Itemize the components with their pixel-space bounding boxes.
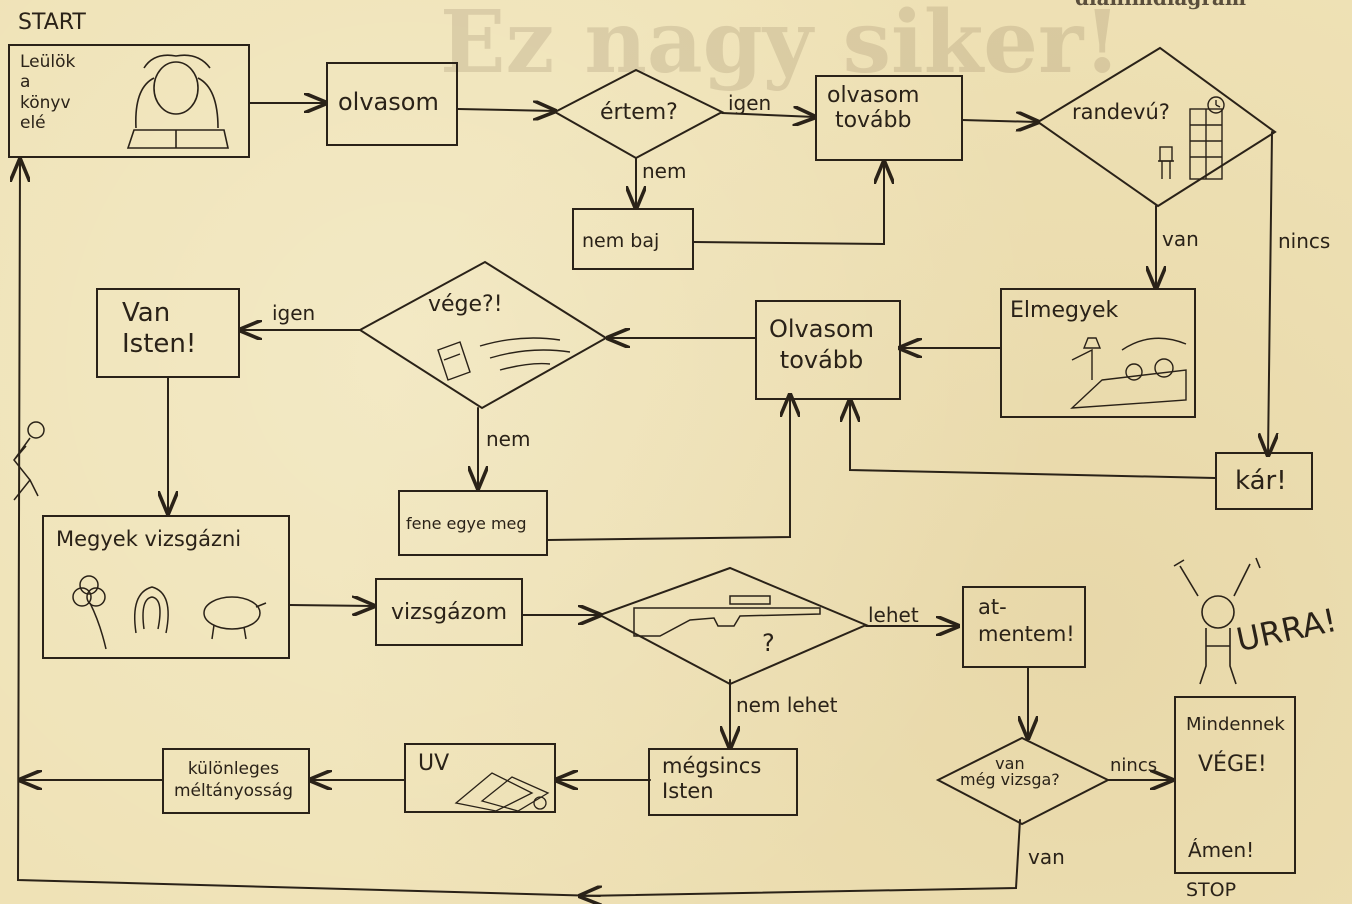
- lucky-charms-drawing: [72, 575, 267, 650]
- edge-nobaj-readon: [693, 162, 884, 246]
- step-no-god-text: mégsincs Isten: [662, 754, 762, 804]
- step-god-exists-text: Van Isten!: [122, 298, 197, 360]
- edge-understand-yes: [721, 113, 815, 117]
- exam-diamond: [597, 566, 869, 686]
- exam-fail-label: nem lehet: [736, 693, 838, 717]
- edge-readon-date: [961, 120, 1038, 122]
- step-go-exam-text: Megyek vizsgázni: [56, 527, 242, 551]
- step-read-on-2: Olvasom tovább: [755, 300, 901, 400]
- final-line-3: Ámen!: [1188, 838, 1255, 862]
- step-go-out-text: Elmegyek: [1010, 298, 1119, 323]
- step-damn-it: fene egye meg: [398, 490, 548, 556]
- step-read-text: olvasom: [338, 88, 439, 116]
- edge-loop-start: [18, 160, 601, 897]
- step-uv-text: UV: [418, 751, 450, 776]
- date-yes-label: van: [1162, 227, 1199, 251]
- edge-read-understand: [457, 109, 555, 111]
- edge-goexam-exam: [289, 605, 374, 606]
- exam-question-label: ?: [762, 629, 775, 657]
- book-drawing: [437, 337, 571, 381]
- exam-ok-label: lehet: [868, 603, 919, 627]
- end-label: vége?!: [428, 292, 503, 317]
- date-no-label: nincs: [1278, 229, 1331, 253]
- understand-diamond: [552, 68, 725, 160]
- climbing-man-drawing: [13, 421, 45, 501]
- more-no-label: nincs: [1110, 755, 1158, 776]
- step-god-exists: Van Isten!: [96, 288, 240, 378]
- final-line-1: Mindennek: [1186, 714, 1285, 735]
- step-sit-down: Leülök a könyv elé: [8, 44, 250, 158]
- step-passed: at- mentem!: [962, 586, 1086, 668]
- bed-drawing: [1070, 337, 1187, 409]
- step-uv: UV: [404, 743, 556, 813]
- step-special-grace: különleges méltányosság: [162, 748, 310, 814]
- top-right-caption: diafilmdiagram: [1075, 0, 1246, 10]
- step-no-problem: nem baj: [572, 208, 694, 270]
- step-go-out: Elmegyek: [1000, 288, 1196, 418]
- understand-yes-label: igen: [728, 91, 772, 115]
- understand-label: értem?: [600, 100, 678, 125]
- edge-date-no: [1268, 131, 1272, 455]
- step-exam: vizsgázom: [375, 578, 523, 646]
- more-exams-label: van még vizsga?: [960, 754, 1060, 789]
- start-label: START: [18, 10, 86, 35]
- step-passed-text: at- mentem!: [978, 595, 1075, 647]
- date-label: randevú?: [1072, 100, 1170, 124]
- step-special-grace-text: különleges méltányosság: [174, 759, 293, 802]
- step-pity-text: kár!: [1235, 466, 1287, 496]
- edge-pity-readon: [850, 400, 1216, 479]
- step-final: Mindennek VÉGE! Ámen!: [1174, 696, 1296, 874]
- banknotes-drawing: [454, 772, 550, 812]
- step-sit-down-text: Leülök a könyv elé: [20, 52, 76, 134]
- cheering-man-drawing: [1173, 557, 1261, 685]
- end-yes-label: igen: [272, 301, 316, 325]
- end-diamond: [358, 260, 608, 410]
- understand-no-label: nem: [642, 159, 687, 183]
- rifle-drawing: [633, 595, 821, 637]
- step-no-god: mégsincs Isten: [648, 748, 798, 816]
- step-pity: kár!: [1215, 452, 1313, 510]
- more-exams-diamond: [935, 736, 1111, 826]
- step-go-exam: Megyek vizsgázni: [42, 515, 290, 659]
- edge-more-yes: [580, 819, 1021, 896]
- step-read: olvasom: [326, 62, 458, 146]
- stop-label: STOP: [1186, 879, 1237, 901]
- edge-damn-readon: [547, 395, 790, 541]
- final-line-2: VÉGE!: [1198, 752, 1267, 777]
- step-damn-it-text: fene egye meg: [406, 514, 527, 533]
- worried-reader-drawing: [126, 54, 229, 149]
- date-diamond: [1036, 46, 1277, 208]
- more-yes-label: van: [1028, 845, 1065, 869]
- faded-title: Ez nagy siker!: [440, 0, 1122, 93]
- end-no-label: nem: [486, 427, 531, 451]
- clock-and-people-drawing: [1158, 96, 1225, 180]
- step-no-problem-text: nem baj: [582, 230, 660, 252]
- step-read-on-1-text: olvasom tovább: [827, 83, 920, 133]
- step-exam-text: vizsgázom: [391, 600, 508, 625]
- step-read-on-1: olvasom tovább: [815, 75, 963, 161]
- step-read-on-2-text: Olvasom tovább: [769, 315, 875, 375]
